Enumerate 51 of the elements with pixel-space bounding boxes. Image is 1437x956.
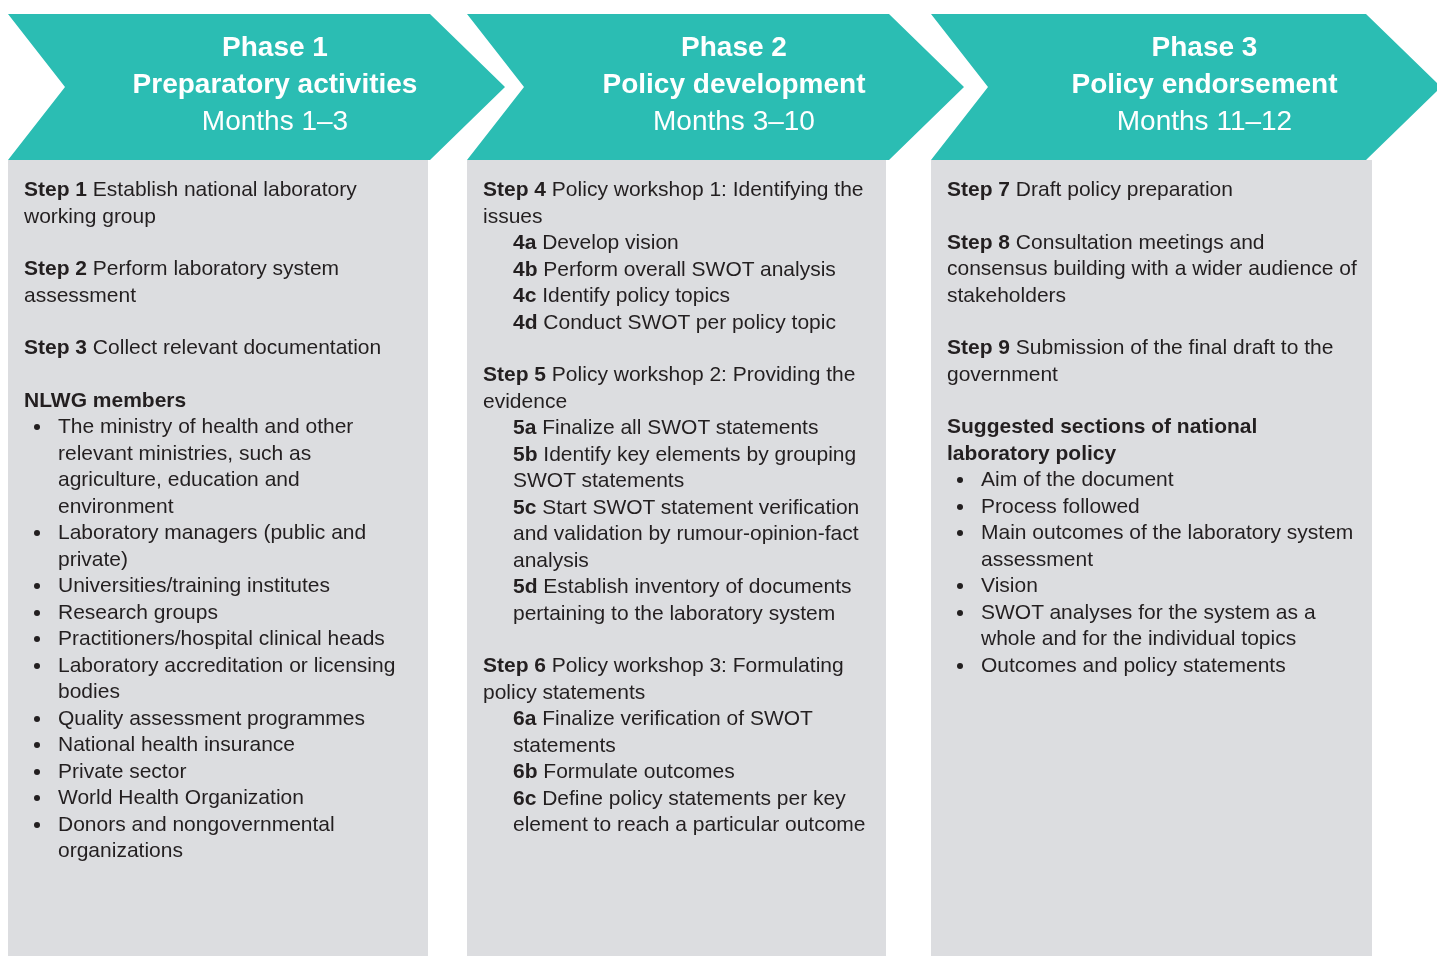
substep-text: 4b Perform overall SWOT analysis [513,255,837,282]
substep-text: 4d Conduct SWOT per policy topic [513,308,837,335]
list-item: National health insurance [58,731,296,757]
phase-panel [8,160,428,956]
substep-text: 5c Start SWOT statement verification and validation by rumour-opinion-fact analysis [513,493,861,573]
substep-text: 5d Establish inventory of documents pertaining to the laboratory system [513,573,853,626]
phase-title: Preparatory activities [132,67,418,101]
step-text: Step 2 Perform laboratory system assessment [24,255,341,308]
section-heading: NLWG members [24,386,188,413]
step-text: Step 7 Draft policy preparation [947,176,1234,202]
list-item: Laboratory managers (public and private) [58,519,368,572]
list-item: SWOT analyses for the system as a whole and for the individual topics [981,598,1317,651]
phase-title: Policy endorsement [1071,67,1338,101]
phase-title: Policy development [602,67,866,101]
step-text: Step 3 Collect relevant documentation [24,334,383,360]
phase-panel [931,160,1372,956]
step-text: Step 5 Policy workshop 2: Providing the evidence [483,361,857,414]
list-item: Quality assessment programmes [58,704,366,731]
list-item: World Health Organization [58,784,305,810]
list-item: Outcomes and policy statements [981,651,1287,678]
list-item: Process followed [981,492,1141,519]
list-item: Universities/training institutes [58,572,331,598]
list-item: Main outcomes of the laboratory system assessment [981,519,1355,572]
phase-title: Phase 1 [222,30,328,64]
substep-text: 5a Finalize all SWOT statements [513,414,820,440]
phase-title: Phase 3 [1151,30,1258,64]
section-heading: Suggested sections of national laboratory policy [947,413,1259,466]
phase-title: Phase 2 [681,30,787,64]
list-item: Research groups [58,598,219,625]
step-text: Step 8 Consultation meetings and consensus building with a wider audience of stakeholders [947,228,1358,308]
substep-text: 4c Identify policy topics [513,282,732,308]
phase-panel [467,160,886,956]
substep-text: 6a Finalize verification of SWOT statements [513,705,814,758]
list-item: Laboratory accreditation or licensing bodies [58,651,397,704]
step-text: Step 4 Policy workshop 1: Identifying the issues [483,176,865,229]
step-text: Step 1 Establish national laboratory working group [24,176,358,229]
step-text: Step 9 Submission of the final draft to the government [947,334,1335,387]
substep-text: 5b Identify key elements by grouping SWOT statements [513,440,858,493]
list-item: Vision [981,572,1039,598]
list-item: Practitioners/hospital clinical heads [58,625,386,651]
substep-text: 6c Define policy statements per key element to reach a particular outcome [513,784,867,837]
list-item: The ministry of health and other relevant ministries, such as agriculture, education and environment [58,413,355,519]
list-item: Aim of the document [981,466,1175,492]
substep-text: 6b Formulate outcomes [513,758,736,784]
list-item: Private sector [58,757,188,784]
list-item: Donors and nongovernmental organizations [58,810,336,863]
phase-duration: Months 3–10 [653,104,815,138]
phase-duration: Months 11–12 [1116,104,1293,138]
phase-duration: Months 1–3 [201,104,349,138]
substep-text: 4a Develop vision [513,229,680,255]
step-text: Step 6 Policy workshop 3: Formulating policy statements [483,652,845,705]
